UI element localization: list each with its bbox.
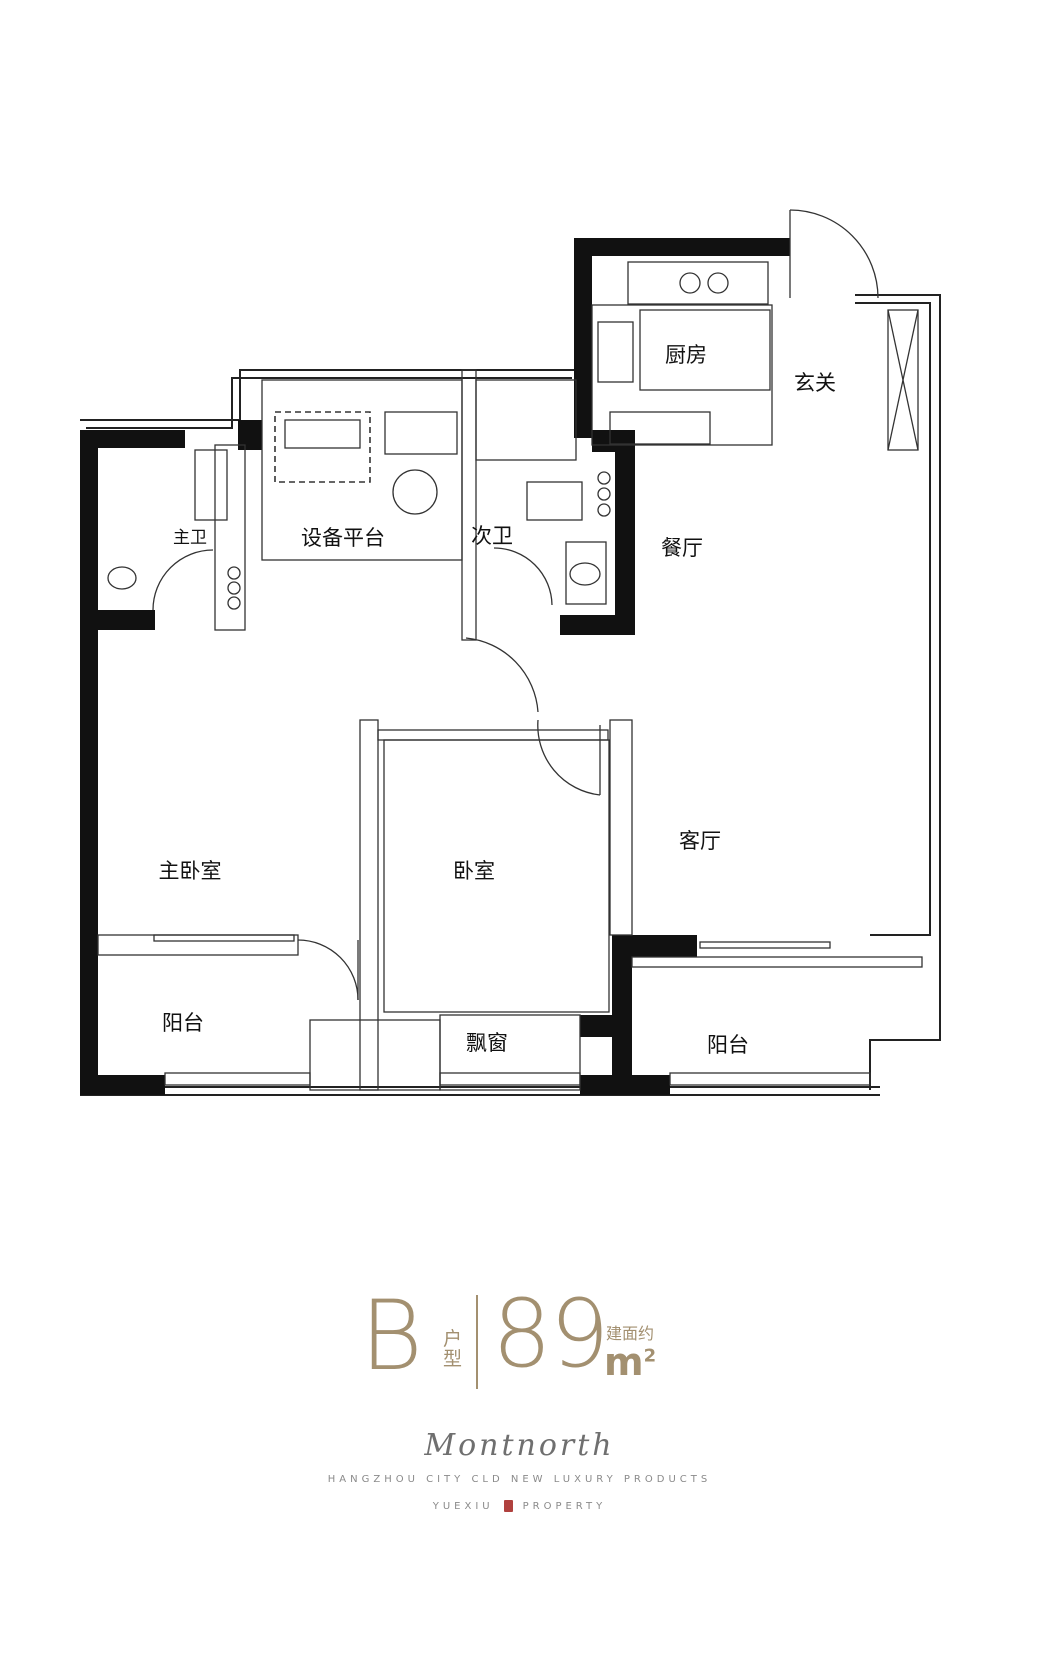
developer-right: PROPERTY [522, 1501, 607, 1512]
unit-area-value: 89 [492, 1280, 610, 1389]
interior-walls [97, 304, 923, 1091]
unit-area-prefix: 建面约 [606, 1324, 655, 1343]
unit-divider [476, 1295, 478, 1389]
label-bedroom: 卧室 [453, 859, 495, 883]
windows [153, 309, 919, 1086]
label-master-bath: 主卫 [173, 528, 207, 548]
brand-developer: YUEXIU PROPERTY [0, 1500, 1039, 1512]
unit-type-word: 户型 [443, 1328, 463, 1370]
area-unit-text: m [604, 1340, 644, 1384]
doors [152, 209, 879, 1001]
seal-icon [503, 1500, 513, 1512]
label-entrance: 玄关 [794, 371, 836, 395]
label-kitchen: 厨房 [665, 343, 707, 367]
developer-left: YUEXIU [432, 1501, 494, 1512]
label-equipment-platform: 设备平台 [301, 526, 385, 550]
label-dining: 餐厅 [661, 536, 703, 560]
brand-script-name: Montnorth [424, 1428, 615, 1463]
label-master-bedroom: 主卧室 [159, 859, 222, 883]
label-second-bath: 次卫 [471, 524, 513, 548]
label-balcony-left: 阳台 [162, 1011, 204, 1035]
brand-tagline: HANGZHOU CITY CLD NEW LUXURY PRODUCTS [327, 1474, 712, 1485]
area-unit-sup: 2 [643, 1345, 657, 1367]
fixtures [107, 261, 769, 610]
unit-area-unit: m2 [604, 1340, 656, 1384]
room-labels: 厨房 玄关 设备平台 主卫 次卫 餐厅 客厅 主卧室 卧室 阳台 飘窗 阳台 [159, 343, 837, 1057]
label-balcony-right: 阳台 [707, 1033, 749, 1057]
unit-type-letter: B [360, 1280, 423, 1392]
label-living: 客厅 [679, 829, 721, 853]
label-bay-window: 飘窗 [466, 1031, 508, 1055]
walls [80, 238, 790, 1095]
plan-outline [80, 294, 941, 1096]
